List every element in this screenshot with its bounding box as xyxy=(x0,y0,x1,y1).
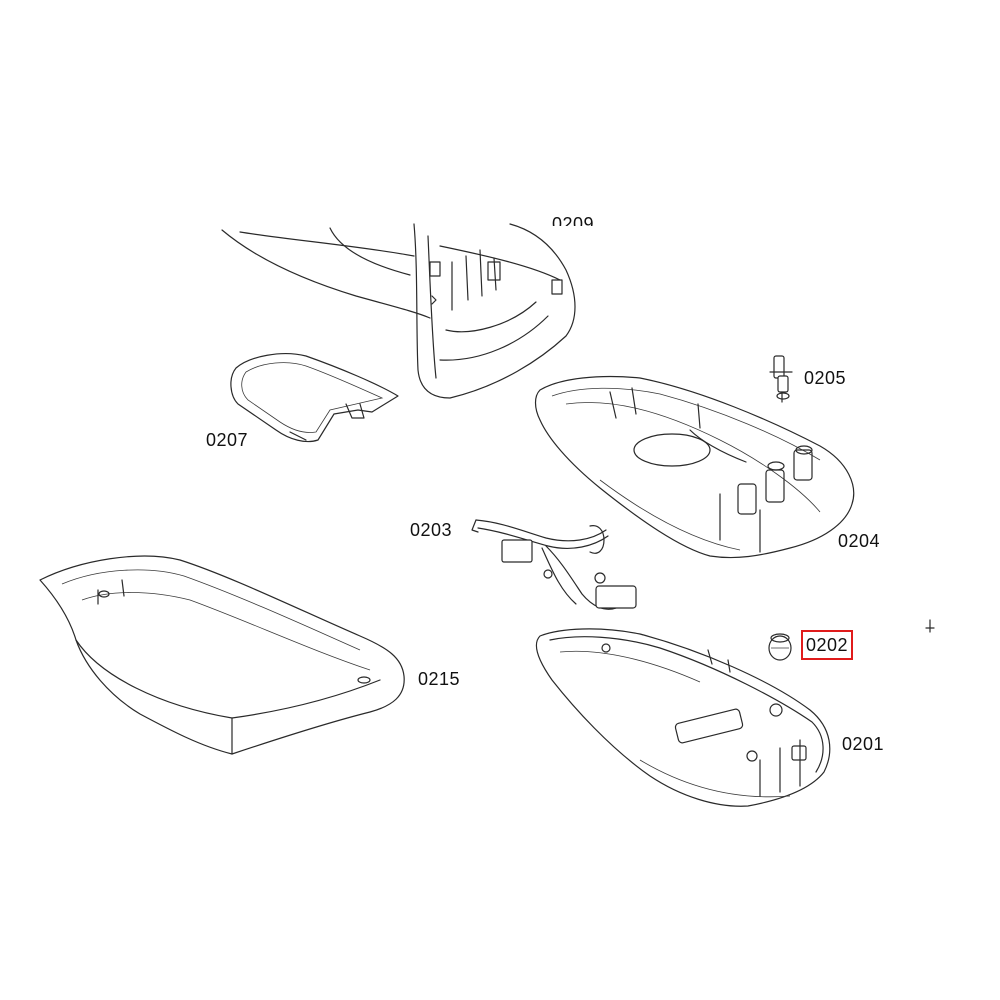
label-0207[interactable]: 0207 xyxy=(206,430,249,450)
label-0215[interactable]: 0215 xyxy=(418,669,461,689)
label-0204[interactable]: 0204 xyxy=(838,531,881,551)
handle-housing-drawing[interactable] xyxy=(221,223,576,399)
wiring-harness-0203-drawing[interactable] xyxy=(471,519,637,610)
label-0209[interactable]: 0209 xyxy=(552,214,595,226)
body-shell-0204-drawing[interactable] xyxy=(534,375,855,559)
cap-0202-drawing[interactable] xyxy=(768,633,792,661)
connector-0205-drawing[interactable] xyxy=(769,355,793,403)
label-0202[interactable]: 0202 xyxy=(800,630,854,660)
label-0201[interactable]: 0201 xyxy=(842,734,885,754)
edge-mark-icon xyxy=(925,619,935,633)
base-tray-0215-drawing[interactable] xyxy=(39,555,405,755)
label-0203[interactable]: 0203 xyxy=(410,520,453,540)
soleplate-0201-drawing[interactable] xyxy=(535,628,831,807)
label-0205[interactable]: 0205 xyxy=(804,368,847,388)
cover-plate-0207-drawing[interactable] xyxy=(230,353,399,443)
